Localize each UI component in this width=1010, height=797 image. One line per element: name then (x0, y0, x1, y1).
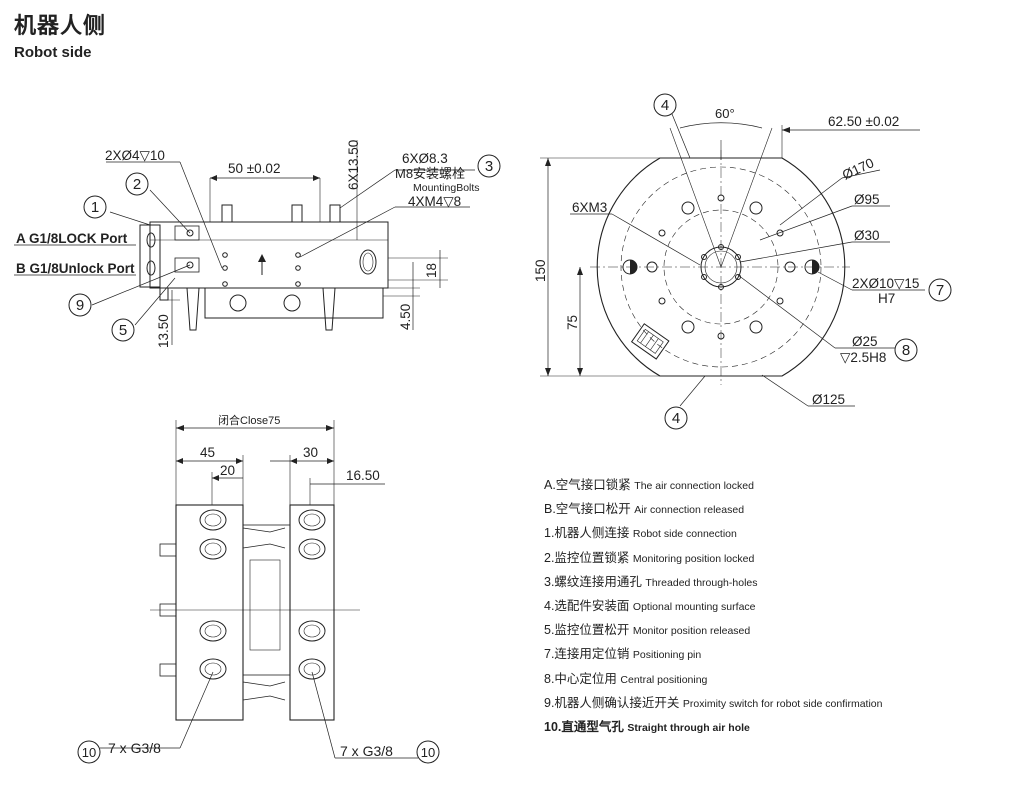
legend: A.空气接口锁紧 The air connection locked B.空气接… (544, 474, 883, 740)
callout-8: 8 (902, 342, 910, 359)
port-b-label: B G1/8Unlock Port (16, 261, 135, 276)
callout-3: 3 (485, 158, 493, 175)
side-oval (359, 249, 377, 275)
callout-10-right: 10 (421, 745, 435, 760)
port-b-hole (146, 260, 156, 276)
legend-item: 7.连接用定位销 Positioning pin (544, 647, 702, 662)
callout-4-top: 4 (661, 97, 669, 114)
callout-1: 1 (91, 199, 99, 216)
dim-30: Ø30 (854, 228, 880, 243)
dim-170: Ø170 (840, 155, 876, 183)
top-view (540, 113, 925, 407)
legend-item: A.空气接口锁紧 The air connection locked (544, 478, 754, 492)
side-bolt (291, 204, 303, 223)
port-a-label: A G1/8LOCK Port (16, 231, 128, 246)
dim-50: 50 ±0.02 (228, 161, 280, 176)
dim-2x10: 2XØ10▽15 (852, 276, 919, 291)
dim-95: Ø95 (854, 192, 880, 207)
legend-item: 1.机器人侧连接 Robot side connection (544, 526, 737, 541)
dim-18: 18 (424, 263, 439, 278)
side-lower-body (204, 287, 384, 319)
legend-item: B.空气接口松开 Air connection released (544, 502, 745, 517)
flange-outline (596, 157, 846, 377)
dim-45: 45 (200, 445, 215, 460)
page-subtitle: Robot side (14, 44, 92, 61)
callout-9: 9 (76, 297, 84, 314)
dim-62-50: 62.50 ±0.02 (828, 114, 899, 129)
right-holes (298, 509, 326, 680)
legend-item: 4.选配件安装面 Optional mounting surface (544, 598, 756, 613)
switch-block (174, 257, 200, 273)
page-title: 机器人侧 (14, 14, 107, 39)
dim-60deg: 60° (715, 106, 735, 121)
dim-13-50: 13.50 (156, 314, 171, 348)
side-bolt (221, 204, 233, 223)
bottom-view (100, 420, 418, 759)
side-view (14, 140, 475, 345)
switch-bracket (630, 323, 670, 360)
side-bolt (329, 204, 341, 223)
dim-6x8: 6XØ8.3 (402, 151, 448, 166)
dim-20: 20 (220, 463, 235, 478)
left-block (175, 504, 244, 721)
dim-mounting-bolts: MountingBolts (413, 182, 480, 194)
dim-16-50: 16.50 (346, 468, 380, 483)
dim-2x4: 2XØ4▽10 (105, 148, 165, 163)
callouts (68, 93, 952, 764)
legend-item: 2.监控位置锁紧 Monitoring position locked (544, 550, 755, 565)
legend-item: 10.直通型气孔 Straight through air hole (544, 719, 750, 734)
callout-7: 7 (936, 282, 944, 299)
dim-30-b: 30 (303, 445, 318, 460)
dim-2-5h8: ▽2.5H8 (840, 350, 886, 365)
callout-5: 5 (119, 322, 127, 339)
dim-25: Ø25 (852, 334, 878, 349)
dim-150: 150 (533, 259, 548, 282)
dim-6x13: 6X13.50 (346, 140, 361, 190)
switch-block (174, 225, 200, 241)
dim-4-50: 4.50 (398, 304, 413, 330)
port-a-hole (146, 232, 156, 248)
left-holes (199, 509, 227, 680)
dim-close75: 闭合Close75 (218, 413, 280, 427)
callout-4-bottom: 4 (672, 410, 680, 427)
holes-left-label: 7 x G3/8 (108, 740, 161, 756)
side-body (149, 221, 389, 289)
callout-2: 2 (133, 176, 141, 193)
legend-item: 3.螺纹连接用通孔 Threaded through-holes (544, 574, 758, 589)
legend-item: 9.机器人侧确认接近开关 Proximity switch for robot … (544, 695, 883, 710)
dim-75: 75 (565, 315, 580, 330)
legend-item: 8.中心定位用 Central positioning (544, 671, 708, 686)
legend-item: 5.监控位置松开 Monitor position released (544, 623, 751, 638)
dim-h7: H7 (878, 291, 895, 306)
dim-4xm4: 4XM4▽8 (408, 194, 461, 209)
callout-10-left: 10 (82, 745, 96, 760)
dim-125: Ø125 (812, 392, 845, 407)
right-block (289, 504, 335, 721)
dim-m8: M8安装螺栓 (395, 166, 465, 181)
dim-6xm3: 6XM3 (572, 200, 607, 215)
holes-right-label: 7 x G3/8 (340, 743, 393, 759)
